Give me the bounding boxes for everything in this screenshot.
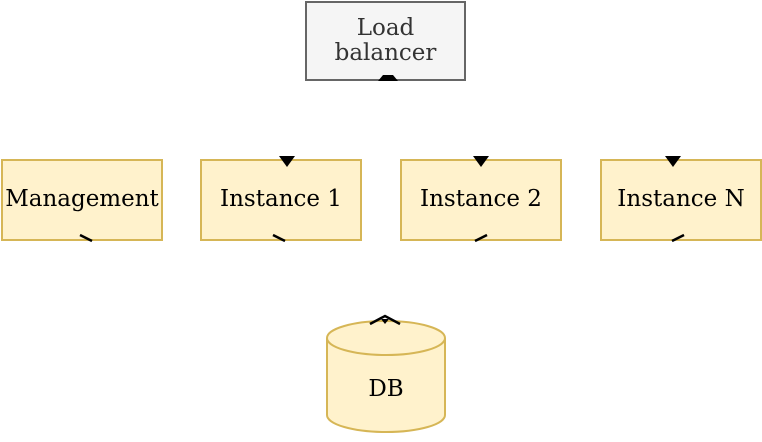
node-load-balancer: Load balancer <box>305 1 466 81</box>
node-load-balancer-label: Load balancer <box>334 14 437 66</box>
node-db-label: DB <box>368 376 404 402</box>
node-instance-n-label: Instance N <box>617 186 745 213</box>
node-management: Management <box>1 159 163 241</box>
node-instance-n: Instance N <box>600 159 762 241</box>
node-management-label: Management <box>5 186 159 213</box>
db-cylinder-body <box>326 338 446 433</box>
node-instance-2: Instance 2 <box>400 159 562 241</box>
node-instance-1-label: Instance 1 <box>220 186 342 213</box>
node-instance-2-label: Instance 2 <box>420 186 542 213</box>
node-instance-1: Instance 1 <box>200 159 362 241</box>
node-db: DB <box>324 318 448 436</box>
db-cylinder-top-rim <box>326 320 446 356</box>
